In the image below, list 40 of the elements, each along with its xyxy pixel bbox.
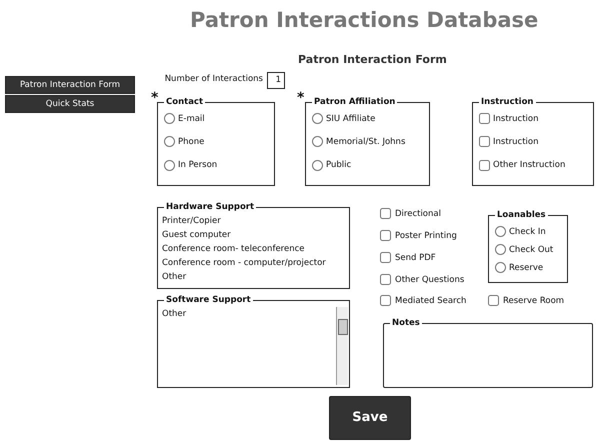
panel-heading: Notes [390, 318, 422, 328]
list-item: Other [162, 309, 186, 319]
panel-heading: Loanables [495, 210, 548, 220]
option-label: SIU Affiliate [326, 114, 376, 124]
option-label: Reserve Room [503, 296, 564, 306]
option-label: Memorial/St. Johns [326, 136, 406, 147]
list-item: Printer/Copier [162, 216, 221, 226]
menu-button: Patron Interaction Form [5, 76, 135, 94]
form-heading: Patron Interaction Form [298, 53, 447, 66]
panel-heading: Software Support [164, 295, 253, 305]
list-item: Conference room - computer/projector [162, 258, 326, 268]
input-field: 1 [267, 72, 285, 89]
panel-heading: Contact [164, 97, 206, 107]
panel-heading: Instruction [479, 97, 536, 107]
option-label: Public [326, 160, 352, 170]
panel-heading: Patron Affiliation [312, 97, 398, 107]
menu-button: Quick Stats [5, 95, 135, 113]
option-label: Other Questions [395, 274, 464, 284]
field-label: Number of Interactions [164, 74, 263, 84]
panel-heading: Hardware Support [164, 202, 256, 212]
save-button: Save [329, 396, 411, 440]
list-item: Conference room- teleconference [162, 244, 304, 254]
option-label: Send PDF [395, 252, 436, 262]
list-item: Guest computer [162, 230, 231, 240]
option-label: Check Out [509, 244, 554, 254]
required-mark: * [151, 90, 158, 106]
option-label: Poster Printing [395, 230, 457, 240]
option-label: Other Instruction [493, 160, 566, 170]
option-label: Check In [509, 226, 546, 236]
list-item: Other [162, 272, 186, 282]
option-label: In Person [178, 160, 218, 170]
option-label: Phone [178, 136, 204, 147]
option-label: Directional [395, 208, 441, 218]
option-label: Instruction [493, 136, 538, 147]
option-label: Instruction [493, 114, 538, 124]
page-title: Patron Interactions Database [190, 8, 538, 32]
option-label: Mediated Search [395, 296, 466, 306]
option-label: E-mail [178, 114, 205, 124]
required-mark: * [297, 90, 304, 106]
option-label: Reserve [509, 262, 544, 272]
